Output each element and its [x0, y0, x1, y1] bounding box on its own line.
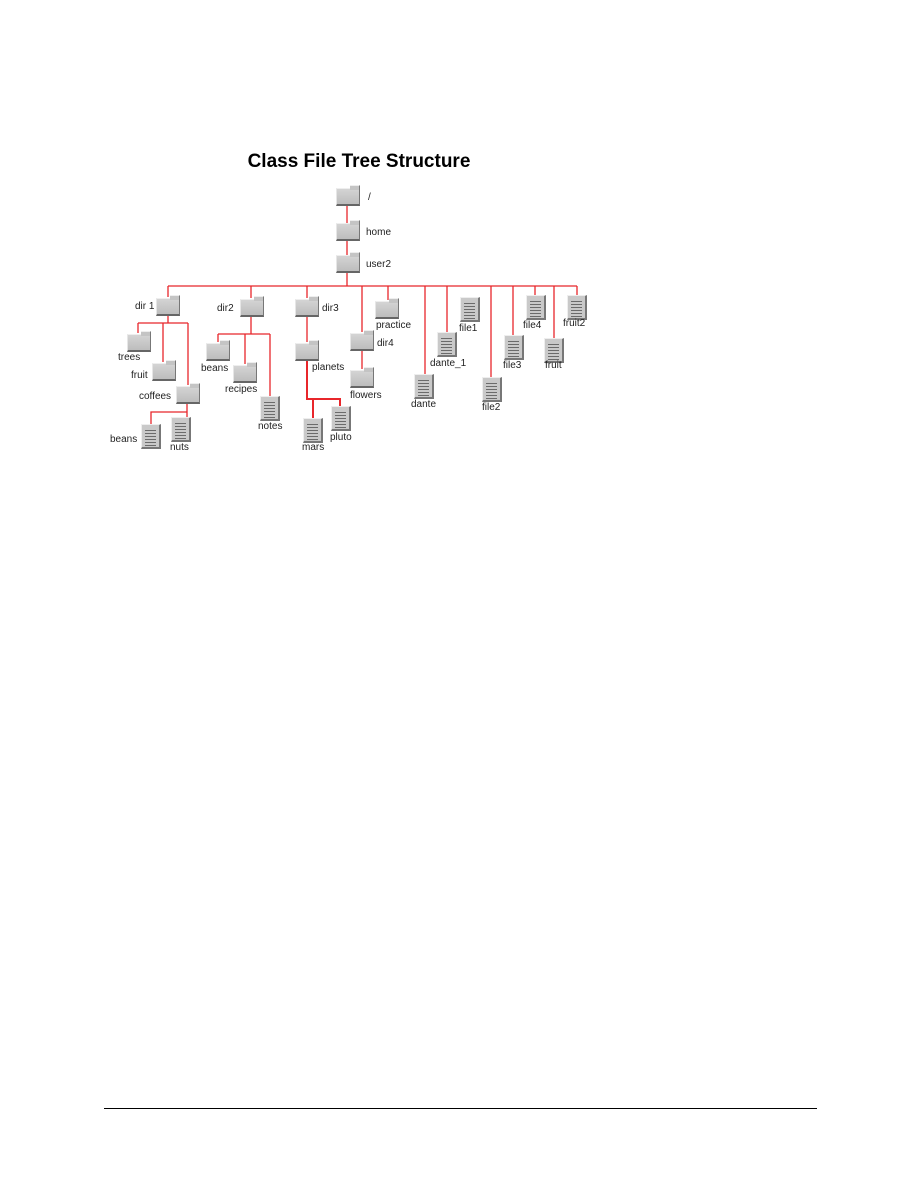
- connector-coffees-children: [150, 404, 188, 424]
- file-icon[interactable]: [437, 332, 457, 357]
- node-label-dir4: dir4: [377, 338, 394, 349]
- node-label-dante: dante: [411, 399, 437, 410]
- node-label-nuts: nuts: [170, 442, 189, 453]
- folder-icon[interactable]: [233, 362, 257, 383]
- file-icon[interactable]: [171, 417, 191, 442]
- node-label-fruit-folder: fruit: [131, 370, 148, 381]
- node-label-notes: notes: [258, 421, 283, 432]
- folder-icon[interactable]: [295, 296, 319, 317]
- connector-planets-children: [306, 361, 341, 418]
- folder-icon[interactable]: [152, 360, 176, 381]
- node-label-user2: user2: [366, 259, 392, 270]
- folder-icon[interactable]: [336, 252, 360, 273]
- folder-icon[interactable]: [240, 296, 264, 317]
- node-label-dir2: dir2: [217, 303, 234, 314]
- node-label-flowers: flowers: [350, 390, 382, 401]
- folder-icon[interactable]: [350, 367, 374, 388]
- folder-icon[interactable]: [350, 330, 374, 351]
- node-label-planets: planets: [312, 362, 345, 373]
- node-label-file3: file3: [503, 360, 522, 371]
- node-label-fruit2: fruit2: [563, 318, 586, 329]
- file-icon[interactable]: [303, 418, 323, 443]
- folder-icon[interactable]: [336, 220, 360, 241]
- node-label-file1: file1: [459, 323, 478, 334]
- folder-icon[interactable]: [127, 331, 151, 352]
- file-icon[interactable]: [331, 406, 351, 431]
- folder-icon[interactable]: [206, 340, 230, 361]
- folder-icon[interactable]: [176, 383, 200, 404]
- file-icon[interactable]: [260, 396, 280, 421]
- folder-icon[interactable]: [336, 185, 360, 206]
- file-icon[interactable]: [141, 424, 161, 449]
- node-label-beans-file: beans: [110, 434, 138, 445]
- node-label-pluto: pluto: [330, 432, 352, 443]
- file-icon[interactable]: [544, 338, 564, 363]
- folder-icon[interactable]: [156, 295, 180, 316]
- node-label-dir3: dir3: [322, 303, 339, 314]
- node-label-dir1: dir 1: [135, 301, 155, 312]
- node-label-practice: practice: [376, 320, 412, 331]
- node-label-recipes: recipes: [225, 384, 258, 395]
- node-label-coffees: coffees: [139, 391, 172, 402]
- connector-dir2-children: [217, 317, 271, 396]
- node-label-fruit-file: fruit: [545, 360, 562, 371]
- connector-dir1-children: [137, 316, 189, 385]
- node-label-file2: file2: [482, 402, 501, 413]
- node-label-file4: file4: [523, 320, 542, 331]
- node-label-mars: mars: [302, 442, 325, 453]
- file-icon[interactable]: [526, 295, 546, 320]
- file-icon[interactable]: [482, 377, 502, 402]
- diagram-title: Class File Tree Structure: [247, 151, 471, 172]
- node-label-home: home: [366, 227, 392, 238]
- node-label-trees: trees: [118, 352, 141, 363]
- file-icon[interactable]: [567, 295, 587, 320]
- file-icon[interactable]: [460, 297, 480, 322]
- node-label-beans-folder: beans: [201, 363, 229, 374]
- folder-icon[interactable]: [295, 340, 319, 361]
- node-label-root: /: [368, 192, 371, 203]
- file-icon[interactable]: [414, 374, 434, 399]
- footer-divider: [104, 1108, 817, 1109]
- folder-icon[interactable]: [375, 298, 399, 319]
- file-icon[interactable]: [504, 335, 524, 360]
- node-label-dante-1: dante_1: [430, 358, 467, 369]
